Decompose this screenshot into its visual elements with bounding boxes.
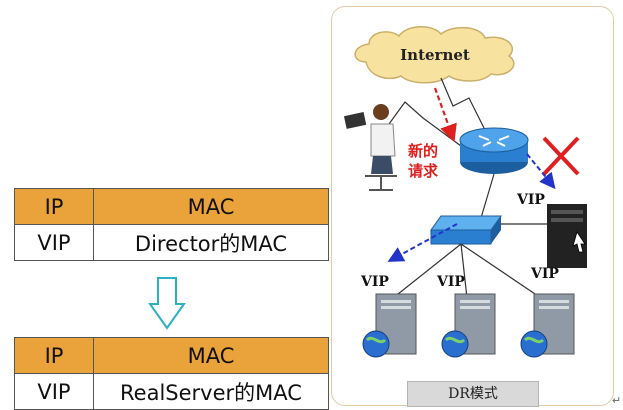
router-icon <box>459 127 529 174</box>
cell-ip: VIP <box>14 373 94 410</box>
table-header-row: IP MAC <box>14 188 329 225</box>
new-request-label-1: 新的 <box>408 142 438 160</box>
request-arrow <box>433 87 457 143</box>
rs3-vip-label: VIP <box>530 266 559 282</box>
table-row: VIP RealServer的MAC <box>14 373 329 410</box>
mac-table-before: IP MAC VIP Director的MAC <box>14 188 329 261</box>
switch-icon <box>430 215 502 245</box>
new-request-label-2: 请求 <box>408 162 439 180</box>
real-server-1-icon <box>362 293 417 358</box>
cell-mac: RealServer的MAC <box>93 373 329 410</box>
internet-link-line <box>440 77 490 139</box>
cell-ip: VIP <box>14 224 94 261</box>
header-ip: IP <box>14 337 94 374</box>
client-user-icon <box>343 104 397 191</box>
forward-to-director-arrow <box>526 153 556 190</box>
header-mac: MAC <box>93 188 329 225</box>
table-row: VIP Director的MAC <box>14 224 329 261</box>
dr-network-diagram: Internet 新的 请求 <box>343 26 587 358</box>
header-mac: MAC <box>93 337 329 374</box>
router-switch-link <box>480 173 495 219</box>
internet-label: Internet <box>400 46 470 64</box>
blocked-cross-icon <box>542 136 580 176</box>
switch-rs1-link <box>392 243 462 299</box>
mac-table-after: IP MAC VIP RealServer的MAC <box>14 337 329 410</box>
cell-mac: Director的MAC <box>93 224 329 261</box>
director-vip-label: VIP <box>516 192 545 208</box>
real-server-3-icon <box>520 293 575 358</box>
table-header-row: IP MAC <box>14 337 329 374</box>
return-mark-icon: ↵ <box>612 395 622 407</box>
switch-rs3-link <box>460 243 542 299</box>
real-server-2-icon <box>441 293 496 358</box>
switch-rs2-link <box>460 243 468 299</box>
director-server-icon <box>547 204 587 268</box>
internet-cloud-icon <box>354 26 515 84</box>
client-link-line <box>388 101 462 147</box>
rs1-vip-label: VIP <box>360 274 389 290</box>
rs2-vip-label: VIP <box>436 274 465 290</box>
header-ip: IP <box>14 188 94 225</box>
forward-to-realserver-arrow <box>387 223 458 262</box>
down-arrow-icon <box>148 277 186 330</box>
dr-mode-label: DR模式 <box>407 381 539 407</box>
